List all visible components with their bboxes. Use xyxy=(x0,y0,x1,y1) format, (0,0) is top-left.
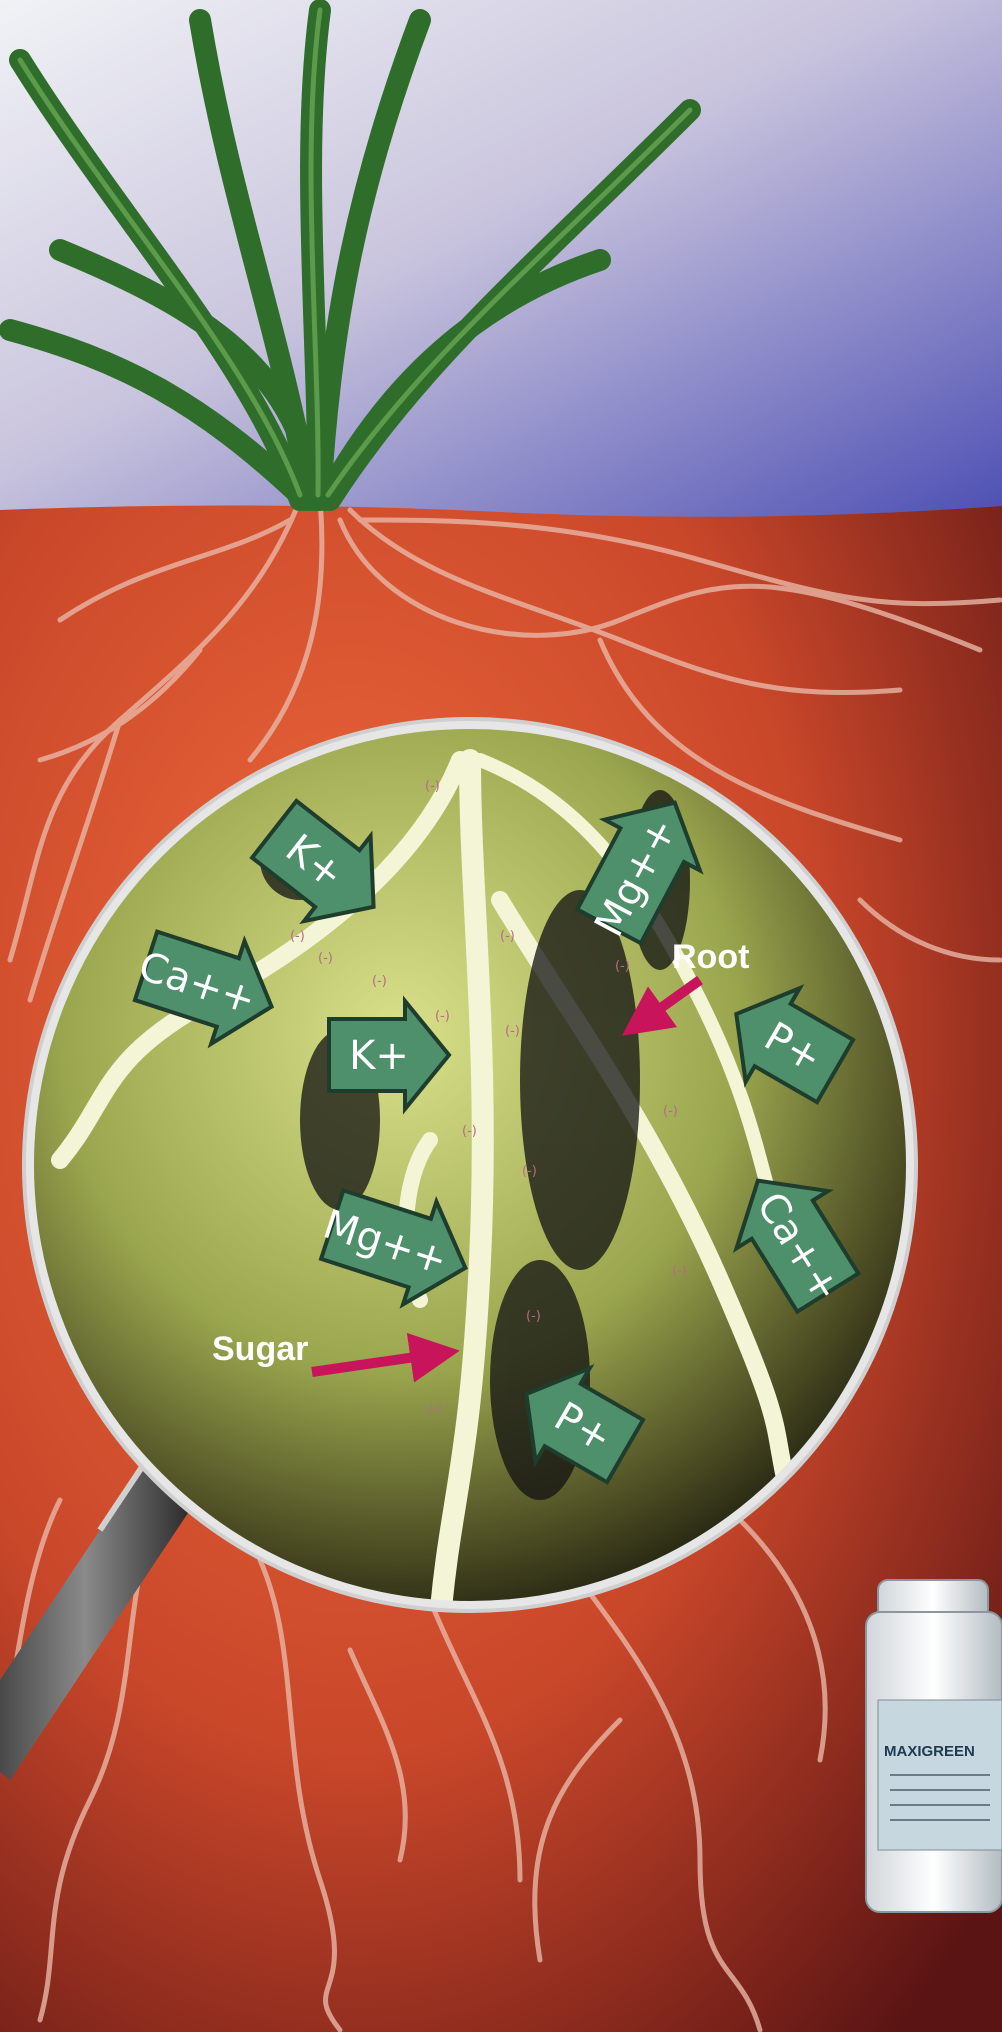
charge-marker: (-) xyxy=(522,1164,537,1179)
charge-marker: (-) xyxy=(290,929,305,944)
sugar-label: Sugar xyxy=(212,1330,308,1368)
charge-marker: (-) xyxy=(318,951,333,966)
charge-marker: (-) xyxy=(372,974,387,989)
charge-marker: (-) xyxy=(663,1104,678,1119)
product-jug: MAXIGREEN xyxy=(866,1580,1002,1912)
ion-label: K+ xyxy=(349,1033,409,1079)
charge-marker: (-) xyxy=(428,1402,443,1417)
charge-marker: (-) xyxy=(425,779,440,794)
charge-marker: (-) xyxy=(615,959,630,974)
charge-marker: (-) xyxy=(526,1309,541,1324)
charge-marker: (-) xyxy=(462,1124,477,1139)
charge-marker: (-) xyxy=(500,929,515,944)
charge-marker: (-) xyxy=(435,1009,450,1024)
root-label: Root xyxy=(672,938,749,976)
magnifier-lens xyxy=(22,717,918,1620)
charge-marker: (-) xyxy=(505,1024,520,1039)
product-label: MAXIGREEN xyxy=(884,1743,975,1760)
charge-marker: (-) xyxy=(672,1264,687,1279)
